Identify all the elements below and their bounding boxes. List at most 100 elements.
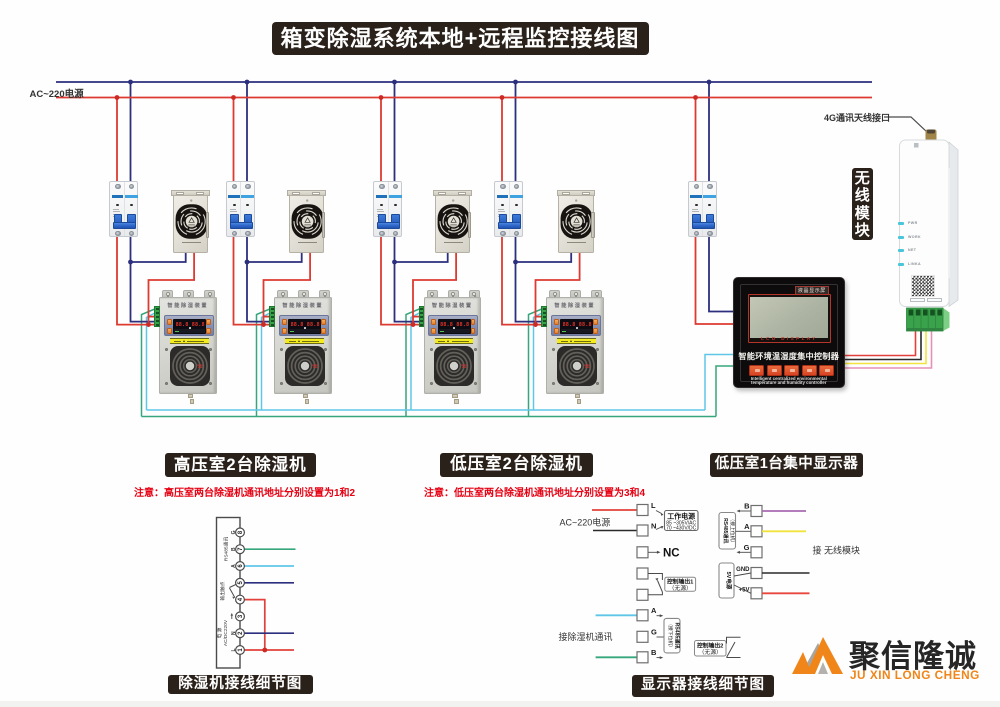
- live-wires: [56, 96, 872, 326]
- display-button: [321, 319, 326, 325]
- fan-model-text: [443, 241, 463, 244]
- display-button: [166, 319, 172, 325]
- breaker-1: [109, 181, 139, 237]
- dehumidifier-panel: 智能除湿装置 88.8 88.8: [423, 296, 482, 394]
- note-lv-addresses: 注意：低压室两台除湿机通讯地址分别设置为3和4: [424, 488, 646, 499]
- rs485-down-label: （接下位机）: [667, 621, 674, 650]
- warning-text-line: [438, 340, 446, 342]
- antenna-port-label: 4G通讯天线接口: [824, 113, 891, 123]
- module-terminal-block: [906, 307, 950, 332]
- breaker-screw: [707, 230, 713, 237]
- fan-mounting-flange: [287, 189, 326, 196]
- terminal-slot: [420, 323, 424, 327]
- central-controller: 液晶显示屏 LCD DISPLAY 智能环境温湿度集中控制器 Intellige…: [733, 277, 845, 388]
- logo-en-text: JU XIN LONG CHENG: [850, 668, 980, 682]
- terminal-slot: [420, 315, 424, 319]
- panel-screw: [596, 347, 600, 351]
- module-tag: [910, 297, 925, 303]
- warning-text-line: [574, 340, 592, 342]
- section-label-hv-room: 高压室2台除湿机: [164, 452, 316, 477]
- indicator-dot: [514, 204, 518, 206]
- terminal-slot: [155, 315, 159, 319]
- breaker-screw: [128, 183, 135, 190]
- panel-screw: [324, 381, 328, 385]
- display-digits-right: 88.8: [191, 321, 205, 328]
- indicator-dot: [246, 204, 250, 206]
- v5-label: 5V电源: [725, 572, 733, 590]
- breaker-screw: [231, 230, 238, 237]
- warning-text-line: [438, 343, 469, 344]
- display-button: [553, 319, 559, 325]
- display-dot: [575, 326, 578, 329]
- breaker-screw: [379, 230, 385, 237]
- warning-text-line: [288, 340, 296, 342]
- detail-pin: N: [651, 522, 656, 531]
- detail-terminal-number: 1: [238, 648, 244, 652]
- fan-heater: [433, 189, 472, 254]
- rating-line: [113, 211, 121, 212]
- fan-heater-body: [434, 195, 472, 254]
- display-button: [553, 327, 559, 334]
- circuit-breaker: [109, 181, 139, 237]
- warning-label: [557, 337, 596, 345]
- company-logo: 聚信隆诚 JU XIN LONG CHENG: [788, 628, 993, 684]
- detail-comm-label: 接除湿机通讯: [559, 631, 613, 642]
- breaker-4: [494, 181, 524, 237]
- fan-heater: [556, 189, 595, 254]
- display-digits-left: 88.8: [175, 321, 189, 328]
- rating-line: [691, 211, 699, 212]
- breaker-5: [687, 181, 717, 237]
- display-button: [470, 319, 476, 325]
- dehumidifier-display: 88.8 88.8: [550, 315, 601, 336]
- breaker-3: [373, 181, 403, 237]
- brand-strip-light: [241, 194, 255, 198]
- detail-pin-label: L: [231, 648, 237, 651]
- breaker-screw: [693, 183, 700, 190]
- detail-terminal-number: 7: [238, 547, 244, 551]
- module-tags: [910, 297, 944, 303]
- brand-strip-dark: [111, 194, 124, 198]
- display-button: [431, 319, 437, 325]
- dehumidifier-panel: 智能除湿装置 88.8 88.8: [159, 296, 217, 394]
- display-strip: [561, 329, 593, 333]
- indicator-dot: [380, 204, 384, 206]
- terminal-slot: [155, 319, 159, 323]
- flange-slot: [561, 192, 570, 195]
- fan-heater-body: [558, 195, 595, 254]
- detail-pin: B: [744, 502, 750, 511]
- ac-power-label: AC~220电源: [29, 89, 84, 100]
- status-dash: [562, 330, 567, 332]
- detail-terminal-number: 4: [238, 597, 244, 601]
- breaker-toggle-bar: [229, 222, 253, 229]
- module-tag: [927, 297, 942, 303]
- controller-title: 智能环境温湿度集中控制器: [738, 351, 840, 361]
- fan-heater-4: [556, 189, 595, 254]
- dehumidifier: 智能除湿装置 88.8 88.8: [541, 289, 604, 404]
- warning-text-line: [560, 343, 591, 344]
- indicator-dot: [232, 204, 236, 206]
- nc-label: NC: [663, 548, 680, 560]
- circuit-breaker: [687, 181, 717, 237]
- breaker-screw: [513, 230, 520, 237]
- ctrl-out2-label: 控制输出2: [697, 641, 723, 649]
- breaker-screw: [500, 230, 506, 237]
- display-button: [281, 327, 287, 334]
- breaker-toggle-bar: [498, 222, 522, 229]
- display-digits-left: 88.8: [562, 321, 576, 328]
- dehumidifier-terminal-block: [269, 305, 275, 327]
- brand-strip-dark: [496, 194, 509, 198]
- breaker-screw: [500, 183, 506, 190]
- dehumidifier: 智能除湿装置 88.8 88.8: [418, 289, 482, 404]
- dehumidifier-fan-grille: [434, 345, 474, 386]
- fan-mounting-flange: [433, 189, 472, 196]
- rating-line: [691, 208, 698, 210]
- detail-terminal-number: 6: [238, 564, 244, 568]
- warning-text-line: [173, 340, 181, 342]
- breaker-screw: [115, 230, 121, 237]
- brand-strip-dark: [690, 194, 702, 198]
- dehumidifier-title: 智能除湿装置: [282, 303, 324, 310]
- brand-strip-light: [388, 194, 402, 198]
- display-strip: [438, 329, 470, 333]
- fan-grille: [437, 199, 470, 240]
- dehumidifier-title: 智能除湿装置: [431, 303, 473, 310]
